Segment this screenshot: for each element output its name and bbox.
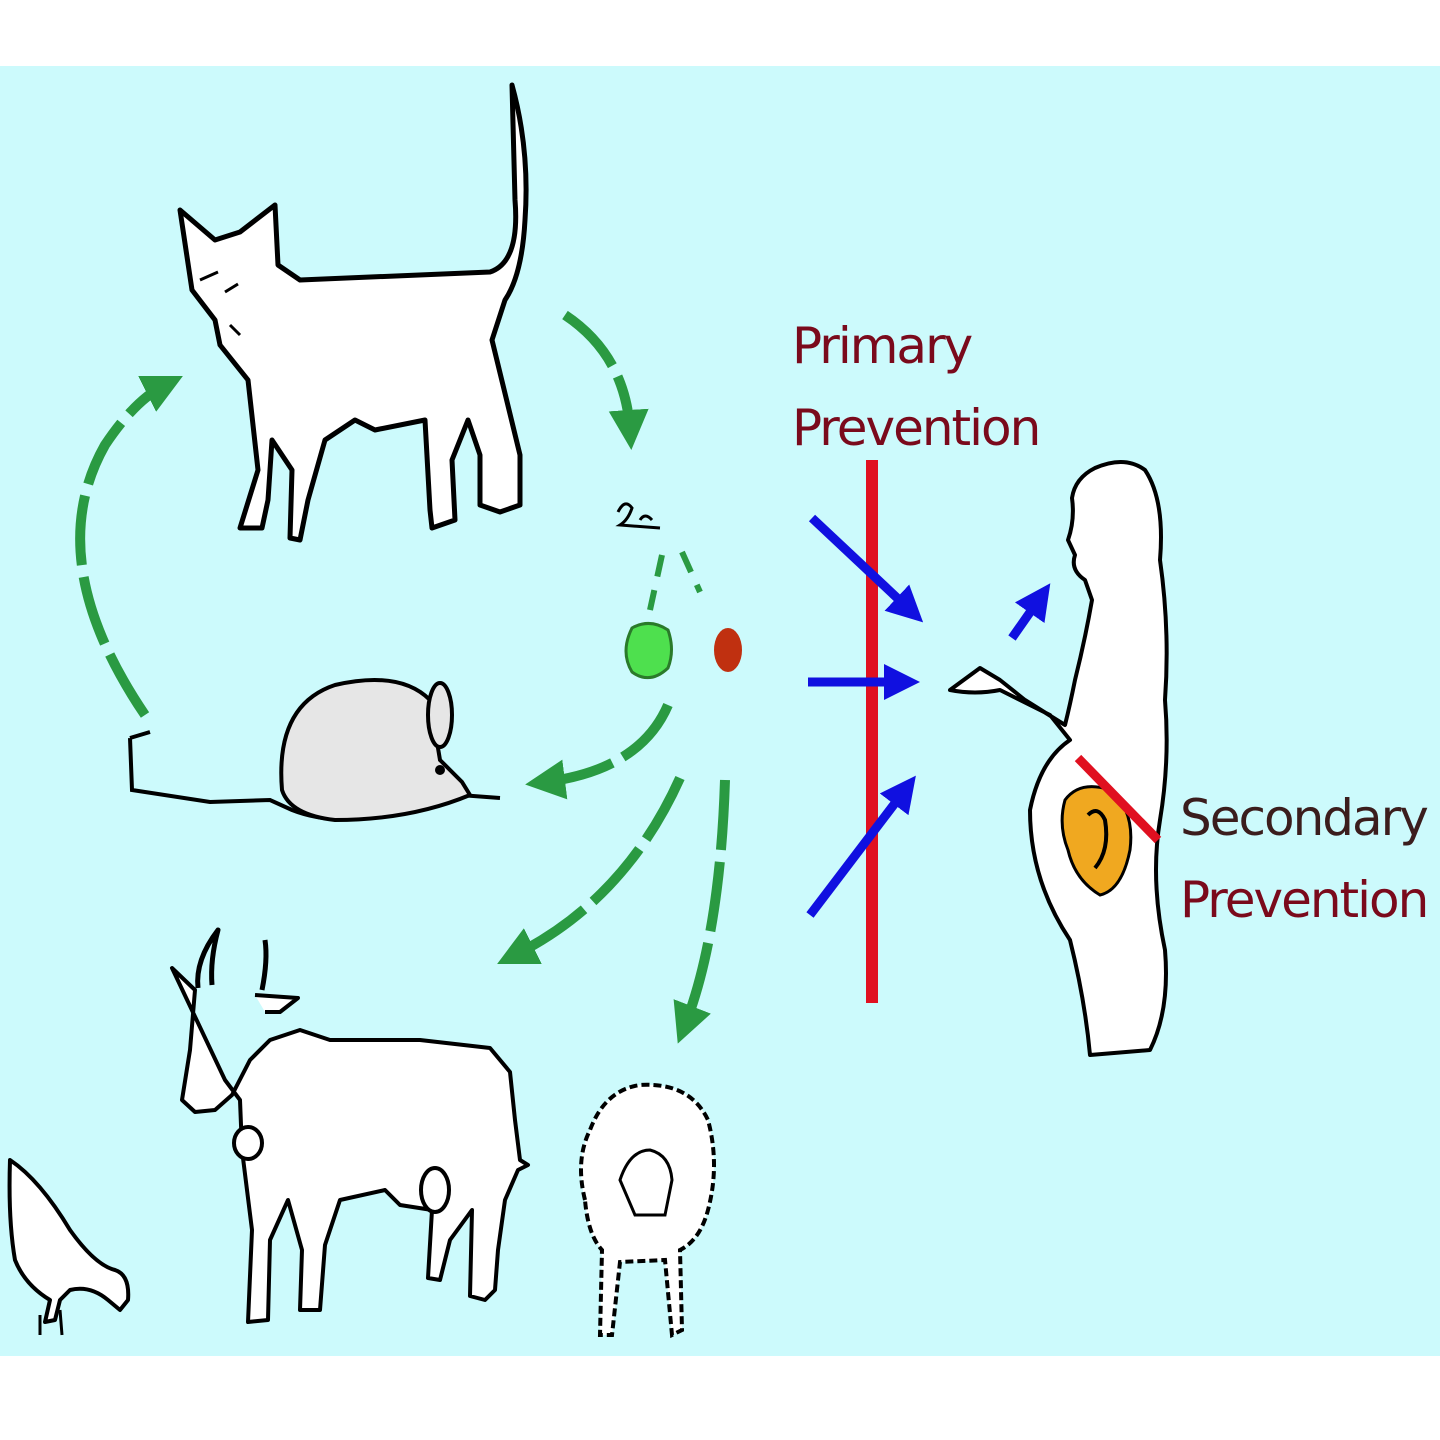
tissue-cyst-icon	[714, 628, 742, 672]
exposure-arrow-bottom	[810, 790, 905, 915]
primary-prevention-label-line1: Primary	[792, 316, 971, 376]
cow-icon	[172, 930, 528, 1322]
arrow-mouse-to-cat	[80, 385, 165, 715]
exposure-arrow-top	[812, 518, 910, 610]
arrow-oocyst-to-cow	[515, 778, 680, 955]
dashed-lines	[650, 552, 700, 610]
chicken-icon	[10, 1160, 129, 1335]
cat-icon	[180, 85, 526, 540]
sheep-icon	[581, 1085, 714, 1335]
arrow-cat-to-feces	[565, 315, 630, 430]
secondary-prevention-label-line2: Prevention	[1180, 870, 1427, 930]
mouse-icon	[130, 680, 500, 820]
exposure-arrow-mouth	[1012, 598, 1040, 638]
primary-prevention-label-line2: Prevention	[792, 398, 1039, 458]
feces-icon	[618, 504, 660, 528]
arrow-oocyst-to-mouse	[545, 705, 668, 782]
pregnant-woman-icon	[950, 462, 1167, 1055]
oocyst-icon	[626, 623, 672, 677]
arrow-oocyst-to-sheep	[685, 780, 725, 1025]
secondary-prevention-label-line1: Secondary	[1180, 788, 1427, 848]
